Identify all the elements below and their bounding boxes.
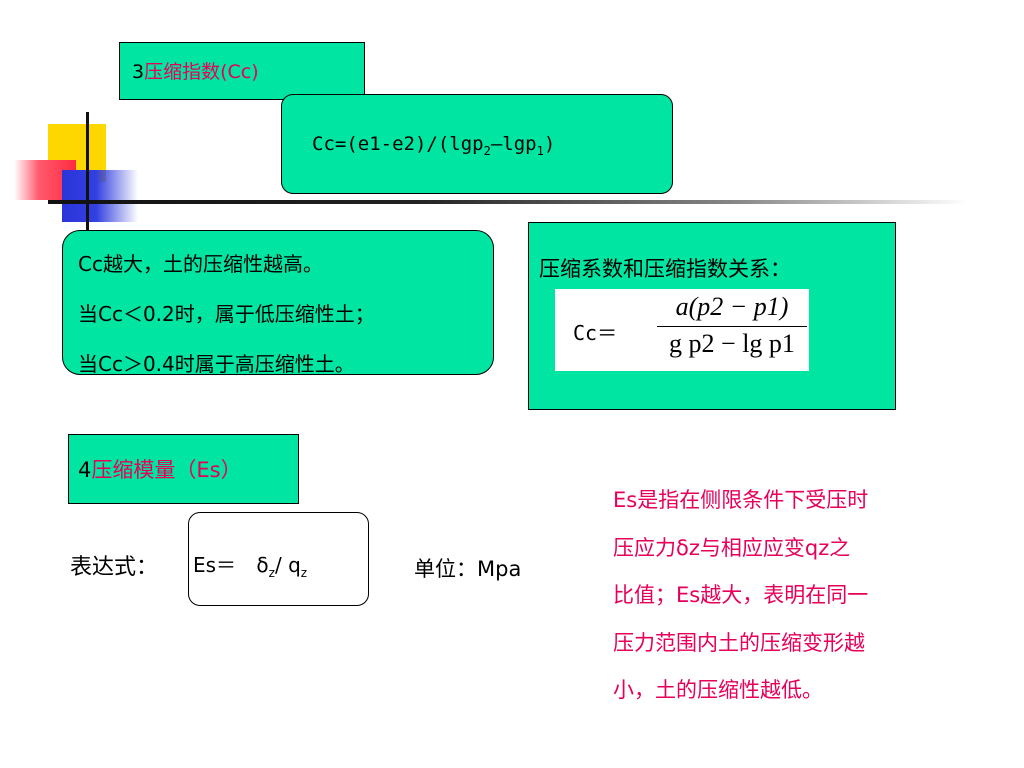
cc-note-line: 当Cc＜0.2时，属于低压缩性土； bbox=[78, 302, 375, 326]
cc-note-line: 当Cc＞0.4时属于高压缩性土。 bbox=[78, 352, 355, 376]
formula-part: —lgp bbox=[490, 133, 537, 155]
unit-text: 单位：Mpa bbox=[414, 557, 522, 581]
delta-symbol: δ bbox=[256, 553, 269, 577]
decor-horizontal-rule bbox=[48, 200, 968, 204]
relation-title: 压缩系数和压缩指数关系： bbox=[539, 257, 791, 281]
description-line: 压力范围内土的压缩变形越 bbox=[613, 630, 865, 655]
es-lhs: Es＝ bbox=[193, 553, 237, 577]
section4-title-text: 压缩模量 bbox=[91, 458, 176, 482]
description-line: 小，土的压缩性越低。 bbox=[613, 678, 823, 702]
es-slash-q: / q bbox=[274, 553, 301, 577]
formula-subscript: 1 bbox=[536, 143, 544, 158]
es-formula-box: Es＝ δz/ qz bbox=[188, 512, 369, 606]
formula-part: ) bbox=[543, 133, 556, 155]
cc-notes-box: Cc越大，土的压缩性越高。 当Cc＜0.2时，属于低压缩性土； 当Cc＞0.4时… bbox=[62, 230, 494, 376]
relation-fraction: a(p2 − p1) g p2 − lg p1 bbox=[657, 292, 807, 359]
section3-title: 3压缩指数(Cc) bbox=[119, 42, 365, 100]
section3-title-text: 压缩指数(Cc) bbox=[144, 61, 259, 83]
description-line: 压应力δz与相应应变qz之 bbox=[613, 535, 851, 560]
cc-note-line: Cc越大，土的压缩性越高。 bbox=[78, 252, 323, 276]
relation-formula: Cc＝ a(p2 − p1) g p2 − lg p1 bbox=[555, 289, 809, 371]
fraction-denominator: g p2 − lg p1 bbox=[669, 329, 795, 358]
relation-box: 压缩系数和压缩指数关系： Cc＝ a(p2 − p1) g p2 − lg p1 bbox=[528, 222, 896, 410]
formula-subscript: 2 bbox=[483, 143, 491, 158]
section4-title: 4压缩模量（Es） bbox=[68, 434, 299, 504]
section3-title-num: 3 bbox=[132, 61, 145, 83]
section4-title-num: 4 bbox=[78, 458, 92, 482]
description-line: 比值；Es越大，表明在同一 bbox=[613, 583, 869, 607]
decor-vertical-line bbox=[86, 112, 89, 230]
relation-lhs: Cc＝ bbox=[573, 321, 618, 345]
es-subscript: z bbox=[268, 566, 275, 580]
decor-blue-square bbox=[62, 170, 138, 222]
formula-part: Cc=(e1-e2)/(lgp bbox=[312, 133, 484, 155]
expression-label: 表达式： bbox=[70, 555, 159, 580]
es-description: Es是指在侧限条件下受压时 压应力δz与相应应变qz之 比值；Es越大，表明在同… bbox=[613, 477, 963, 715]
cc-formula-box: Cc=(e1-e2)/(lgp2—lgp1) bbox=[281, 94, 673, 194]
es-subscript: z bbox=[300, 566, 308, 580]
section4-title-paren: （Es） bbox=[175, 458, 242, 482]
fraction-numerator: a(p2 − p1) bbox=[657, 292, 807, 327]
description-line: Es是指在侧限条件下受压时 bbox=[613, 488, 869, 512]
